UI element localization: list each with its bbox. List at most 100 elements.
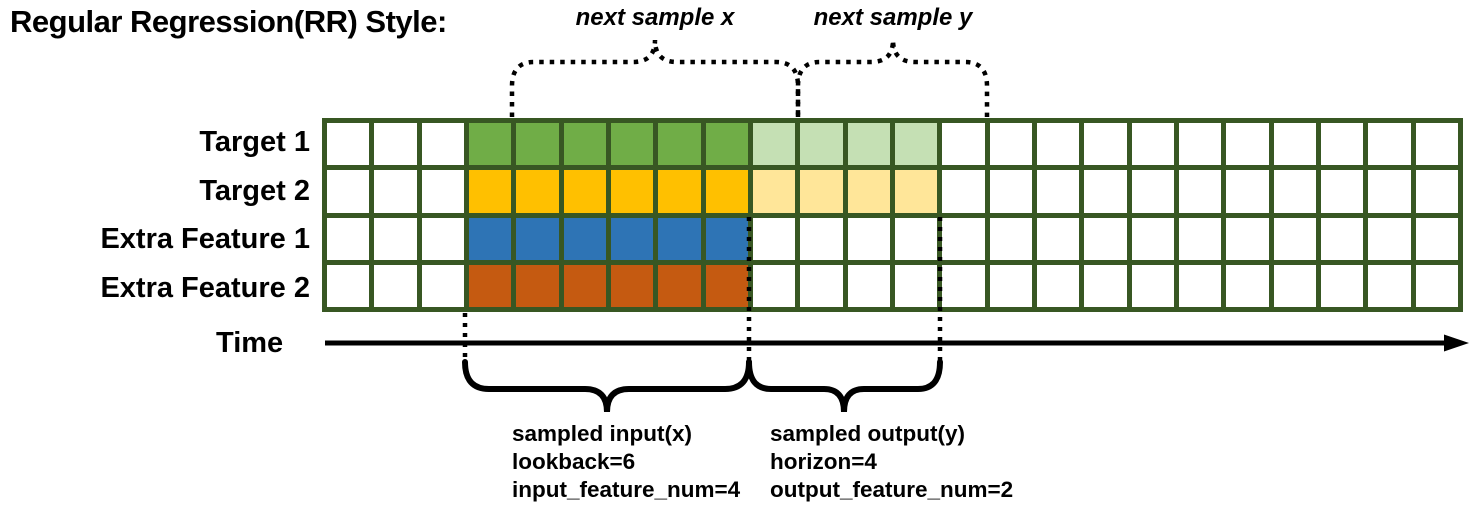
grid-cell (610, 123, 654, 166)
grid-cell (516, 264, 559, 307)
grid-cell (1084, 264, 1127, 307)
grid-cell (847, 264, 890, 307)
next-sample-y-brace (795, 39, 990, 117)
grid-cell (1226, 264, 1269, 307)
grid-cell (1131, 170, 1174, 213)
row-label: Extra Feature 1 (100, 223, 310, 255)
time-axis-arrowhead (1444, 334, 1469, 352)
grid-cell (1273, 217, 1316, 260)
grid-cell (1273, 123, 1316, 166)
grid-cell (1131, 217, 1174, 260)
grid-cell (705, 217, 748, 260)
grid-cell (1178, 123, 1222, 166)
grid-cell (1036, 123, 1080, 166)
grid-cell (847, 170, 890, 213)
sampled-input-brace (462, 359, 752, 413)
row-label: Target 1 (199, 126, 310, 158)
grid-cell (1036, 264, 1080, 307)
grid-cell (705, 123, 748, 166)
grid-cell (421, 170, 464, 213)
grid-cell (1320, 217, 1364, 260)
grid-cell (1226, 217, 1269, 260)
grid-cell (468, 217, 512, 260)
grid-cell (1415, 264, 1458, 307)
grid-cell (705, 264, 748, 307)
grid-cell (610, 264, 654, 307)
grid-cell (894, 123, 938, 166)
grid-cell (1368, 123, 1411, 166)
grid-cell (1084, 170, 1127, 213)
grid-cell (1226, 123, 1269, 166)
grid-cell (1036, 217, 1080, 260)
lookback-value: lookback=6 (512, 449, 636, 474)
grid-cell (1131, 123, 1174, 166)
grid-cell (989, 123, 1032, 166)
grid-cell (1320, 170, 1364, 213)
grid-cell (942, 264, 985, 307)
grid-cell (1178, 170, 1222, 213)
sampled-output-title: sampled output(y) (770, 421, 965, 446)
grid-cell (752, 123, 796, 166)
grid-cell (705, 170, 748, 213)
grid-cell (752, 170, 796, 213)
grid-cell (1415, 217, 1458, 260)
grid-cell (1226, 170, 1269, 213)
grid-cell (374, 264, 417, 307)
grid-cell (421, 123, 464, 166)
grid-cell (752, 217, 796, 260)
grid-cell (1368, 217, 1411, 260)
grid-cell (800, 217, 843, 260)
grid-cell (658, 123, 701, 166)
grid-cell (989, 170, 1032, 213)
next-sample-x-brace (509, 39, 801, 117)
sampled-output-annotation: sampled output(y) horizon=4 output_featu… (770, 420, 1013, 504)
grid-cell (800, 264, 843, 307)
grid-cell (1273, 170, 1316, 213)
grid-cell (1320, 264, 1364, 307)
row-label: Extra Feature 2 (100, 271, 310, 304)
grid-cell (1178, 264, 1222, 307)
grid-cell (989, 264, 1032, 307)
sampled-input-title: sampled input(x) (512, 421, 693, 446)
grid-cell (1368, 264, 1411, 307)
grid-cell (894, 170, 938, 213)
row-label: Target 2 (199, 174, 310, 207)
grid-cell (1036, 170, 1080, 213)
grid-cell (658, 264, 701, 307)
grid-cell (894, 264, 938, 307)
grid-cell (1084, 217, 1127, 260)
grid-cell (1368, 170, 1411, 213)
time-axis-label: Time (216, 327, 284, 359)
sampled-input-annotation: sampled input(x) lookback=6 input_featur… (512, 420, 740, 504)
grid-cell (516, 217, 559, 260)
grid-cell (658, 170, 701, 213)
grid-cell (327, 123, 370, 166)
grid-cell (516, 170, 559, 213)
next-sample-x-label: next sample x (575, 4, 735, 31)
grid-cell (374, 123, 417, 166)
grid-cell (989, 217, 1032, 260)
grid-cell (942, 123, 985, 166)
next-sample-y-label: next sample y (813, 4, 973, 31)
grid-cell (563, 217, 606, 260)
grid-cell (752, 264, 796, 307)
grid-cell (374, 170, 417, 213)
grid-cell (563, 170, 606, 213)
grid-cell (1273, 264, 1316, 307)
grid-cell (894, 217, 938, 260)
grid-cell (468, 123, 512, 166)
input-feature-num-value: input_feature_num=4 (512, 477, 741, 502)
sampled-output-brace (746, 359, 943, 413)
grid-cell (847, 217, 890, 260)
grid-cell (942, 170, 985, 213)
grid-cell (1131, 264, 1174, 307)
time-series-grid (322, 118, 1463, 312)
grid-cell (468, 264, 512, 307)
grid-cell (658, 217, 701, 260)
grid-cell (1415, 170, 1458, 213)
grid-cell (800, 170, 843, 213)
grid-cell (942, 217, 985, 260)
diagram-title: Regular Regression(RR) Style: (10, 4, 447, 39)
grid-cell (421, 217, 464, 260)
